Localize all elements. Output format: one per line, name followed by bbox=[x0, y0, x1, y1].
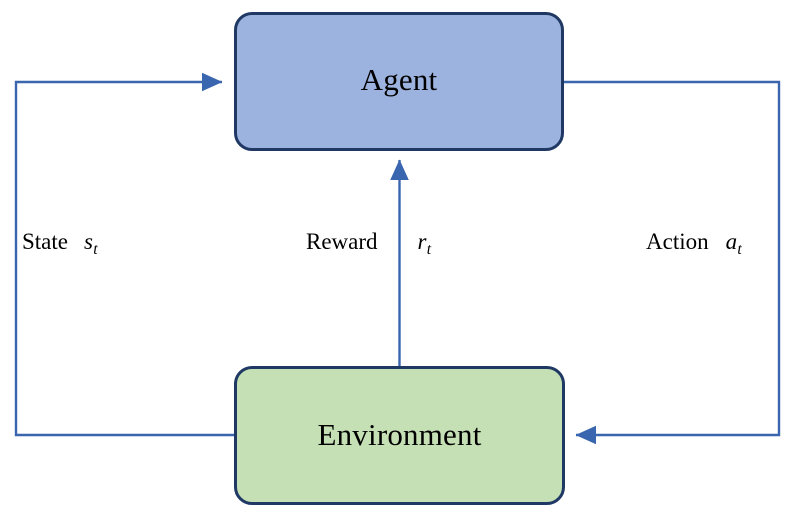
edge-label-reward-variable: rt bbox=[417, 229, 432, 257]
connector-state bbox=[14, 72, 234, 437]
edge-label-reward-variable-base: r bbox=[417, 229, 427, 254]
edge-label-reward-variable-subscript: t bbox=[426, 240, 432, 258]
edge-label-reward-word: Reward bbox=[306, 229, 378, 254]
edge-label-action-variable-subscript: t bbox=[737, 240, 742, 258]
connector-action bbox=[564, 80, 781, 445]
edge-label-state-variable: st bbox=[84, 229, 98, 257]
node-agent[interactable]: Agent bbox=[234, 12, 564, 151]
edge-label-action-variable-base: a bbox=[725, 229, 738, 254]
edge-label-state-variable-subscript: t bbox=[93, 240, 98, 258]
node-environment-label: Environment bbox=[317, 417, 482, 452]
node-agent-label: Agent bbox=[360, 62, 438, 97]
node-environment[interactable]: Environment bbox=[234, 366, 565, 505]
edge-label-reward: Reward rt bbox=[306, 229, 432, 257]
edge-label-state-word: State bbox=[22, 229, 68, 254]
edge-label-action-variable: at bbox=[725, 229, 742, 257]
edge-label-action-word: Action bbox=[646, 229, 709, 254]
edge-label-state-variable-base: s bbox=[84, 229, 93, 254]
